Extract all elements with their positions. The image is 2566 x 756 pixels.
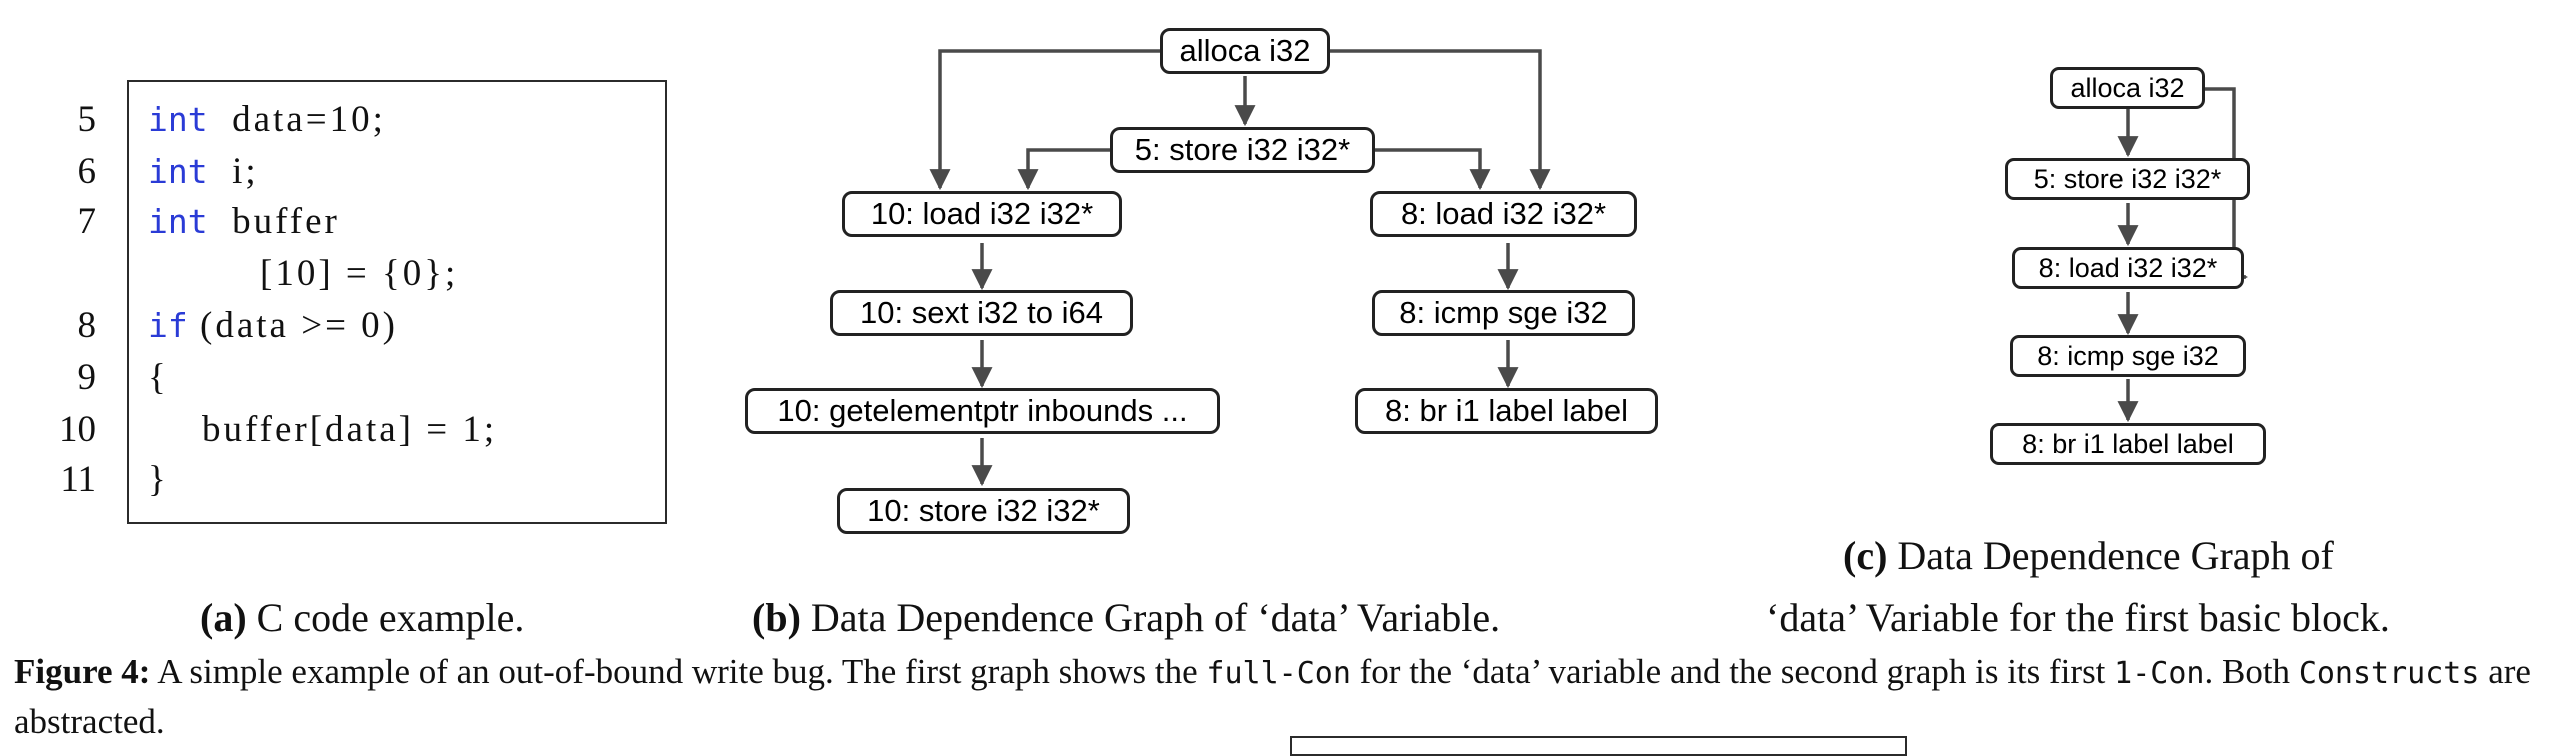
code-text: data=10; xyxy=(232,99,386,140)
caption-a: (a) C code example. xyxy=(200,594,524,641)
node-store10: 10: store i32 i32* xyxy=(837,488,1130,534)
figure-label: Figure 4: xyxy=(14,652,151,691)
figure-caption: Figure 4: A simple example of an out-of-… xyxy=(14,648,2554,746)
caption-a-label: (a) xyxy=(200,595,247,640)
code-line-7: int buffer xyxy=(148,200,340,243)
node-load10: 10: load i32 i32* xyxy=(842,191,1122,237)
edge xyxy=(1330,49,1551,191)
caption-a-text: C code example. xyxy=(256,595,525,640)
caption-c-line1: (c) Data Dependence Graph of xyxy=(1843,532,2334,579)
caption-b: (b) Data Dependence Graph of ‘data’ Vari… xyxy=(752,594,1500,641)
node-c-store5: 5: store i32 i32* xyxy=(2005,158,2250,200)
code-listing-box xyxy=(127,80,667,524)
next-figure-box-edge xyxy=(1290,736,1907,756)
keyword-int: int xyxy=(148,100,208,139)
caption-text: first xyxy=(2049,652,2106,691)
caption-code: full-Con xyxy=(1206,656,1351,691)
caption-text: . Both xyxy=(2204,652,2291,691)
node-c-load8: 8: load i32 i32* xyxy=(2012,247,2244,289)
code-line-6: int i; xyxy=(148,150,259,193)
line-number: 7 xyxy=(77,201,97,242)
edge xyxy=(929,49,1160,191)
keyword-int: int xyxy=(148,202,208,241)
node-c-br8: 8: br i1 label label xyxy=(1990,423,2266,465)
caption-code: Constructs xyxy=(2298,656,2480,691)
code-line-8: if (data >= 0) xyxy=(148,304,398,347)
node-icmp8: 8: icmp sge i32 xyxy=(1372,290,1635,336)
caption-text: A simple example of an out-of-bound writ… xyxy=(157,652,1198,691)
caption-text: are abstracted. xyxy=(14,652,2531,741)
code-line-11: } xyxy=(148,459,169,500)
node-load8: 8: load i32 i32* xyxy=(1370,191,1637,237)
node-c-alloca: alloca i32 xyxy=(2050,67,2205,109)
node-c-icmp8: 8: icmp sge i32 xyxy=(2010,335,2246,377)
code-text: (data >= 0) xyxy=(200,305,399,346)
node-sext10: 10: sext i32 to i64 xyxy=(830,290,1133,336)
line-number: 8 xyxy=(77,305,97,346)
edge xyxy=(1375,148,1491,191)
caption-code: 1-Con xyxy=(2114,656,2205,691)
caption-b-text: Data Dependence Graph of ‘data’ Variable… xyxy=(810,595,1501,640)
code-text: buffer xyxy=(232,201,340,242)
line-number: 10 xyxy=(59,409,96,450)
caption-c-text1: Data Dependence Graph of xyxy=(1897,533,2334,578)
node-gep10: 10: getelementptr inbounds ... xyxy=(745,388,1220,434)
caption-text: for the ‘data’ variable and the second g… xyxy=(1359,652,2041,691)
code-line-9: { xyxy=(148,357,169,398)
code-line-7-continued: [10] = {0}; xyxy=(260,253,459,294)
node-store5: 5: store i32 i32* xyxy=(1110,127,1375,173)
edge xyxy=(1017,148,1110,191)
caption-c-label: (c) xyxy=(1843,533,1888,578)
line-number: 9 xyxy=(77,357,97,398)
node-alloca: alloca i32 xyxy=(1160,28,1330,74)
line-number: 5 xyxy=(77,99,97,140)
keyword-int: int xyxy=(148,152,208,191)
code-line-5: int data=10; xyxy=(148,98,386,141)
caption-c-line2: ‘data’ Variable for the first basic bloc… xyxy=(1766,595,2390,640)
line-number: 11 xyxy=(60,459,96,500)
code-text: i; xyxy=(232,151,259,192)
caption-b-label: (b) xyxy=(752,595,801,640)
code-line-10: buffer[data] = 1; xyxy=(202,409,498,450)
node-br8: 8: br i1 label label xyxy=(1355,388,1658,434)
line-number: 6 xyxy=(77,151,97,192)
keyword-if: if xyxy=(148,306,188,345)
